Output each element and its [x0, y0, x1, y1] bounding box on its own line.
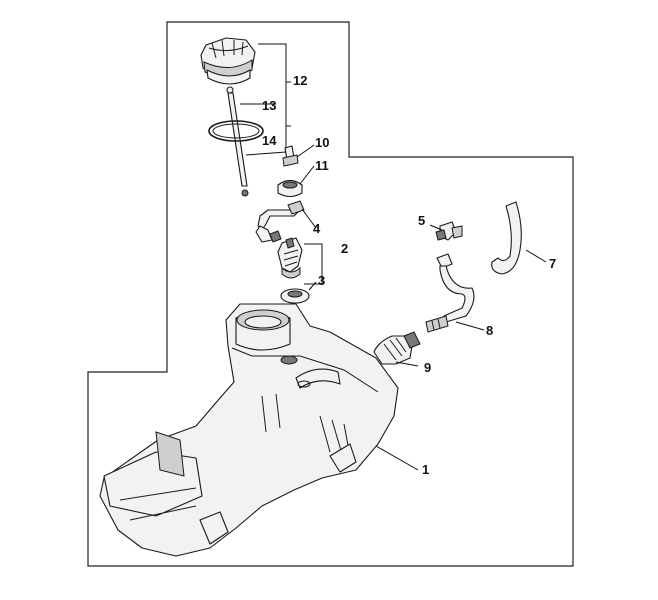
leader-2	[304, 243, 323, 285]
diagram-border	[87, 21, 574, 567]
curved-hose-part	[491, 201, 522, 275]
leader-8	[455, 321, 485, 331]
callout-2: 2	[341, 241, 348, 256]
fuel-tank-part	[99, 303, 399, 557]
elbow-connector-part	[435, 221, 463, 241]
callout-7: 7	[549, 256, 556, 271]
callout-1: 1	[422, 462, 429, 477]
callout-5: 5	[418, 213, 425, 228]
leader-3	[308, 281, 317, 291]
o-ring-part	[208, 120, 264, 142]
callout-12: 12	[293, 73, 307, 88]
callout-8: 8	[486, 323, 493, 338]
leader-5	[429, 224, 443, 231]
inline-fuel-filter-part	[373, 331, 421, 365]
tank-grommet-part	[280, 288, 310, 304]
callout-13: 13	[262, 98, 276, 113]
retaining-strap-part	[226, 86, 249, 197]
callout-3: 3	[318, 273, 325, 288]
grommet-part	[277, 179, 303, 198]
callout-10: 10	[315, 135, 329, 150]
leader-10	[296, 144, 315, 158]
vent-hose-part	[255, 200, 305, 243]
callout-11: 11	[315, 158, 329, 173]
leader-1	[375, 445, 419, 471]
leader-11	[299, 165, 315, 185]
leader-12-14	[240, 43, 291, 156]
callout-9: 9	[424, 360, 431, 375]
fuel-filter-head-part	[277, 237, 303, 279]
fuel-cap-part	[200, 37, 256, 85]
fuel-line-part	[425, 253, 475, 333]
leader-4	[301, 208, 317, 229]
leader-7	[525, 249, 547, 263]
vent-valve-part	[282, 145, 299, 167]
leader-9	[395, 361, 419, 367]
callout-4: 4	[313, 221, 321, 236]
callout-14: 14	[262, 133, 277, 148]
